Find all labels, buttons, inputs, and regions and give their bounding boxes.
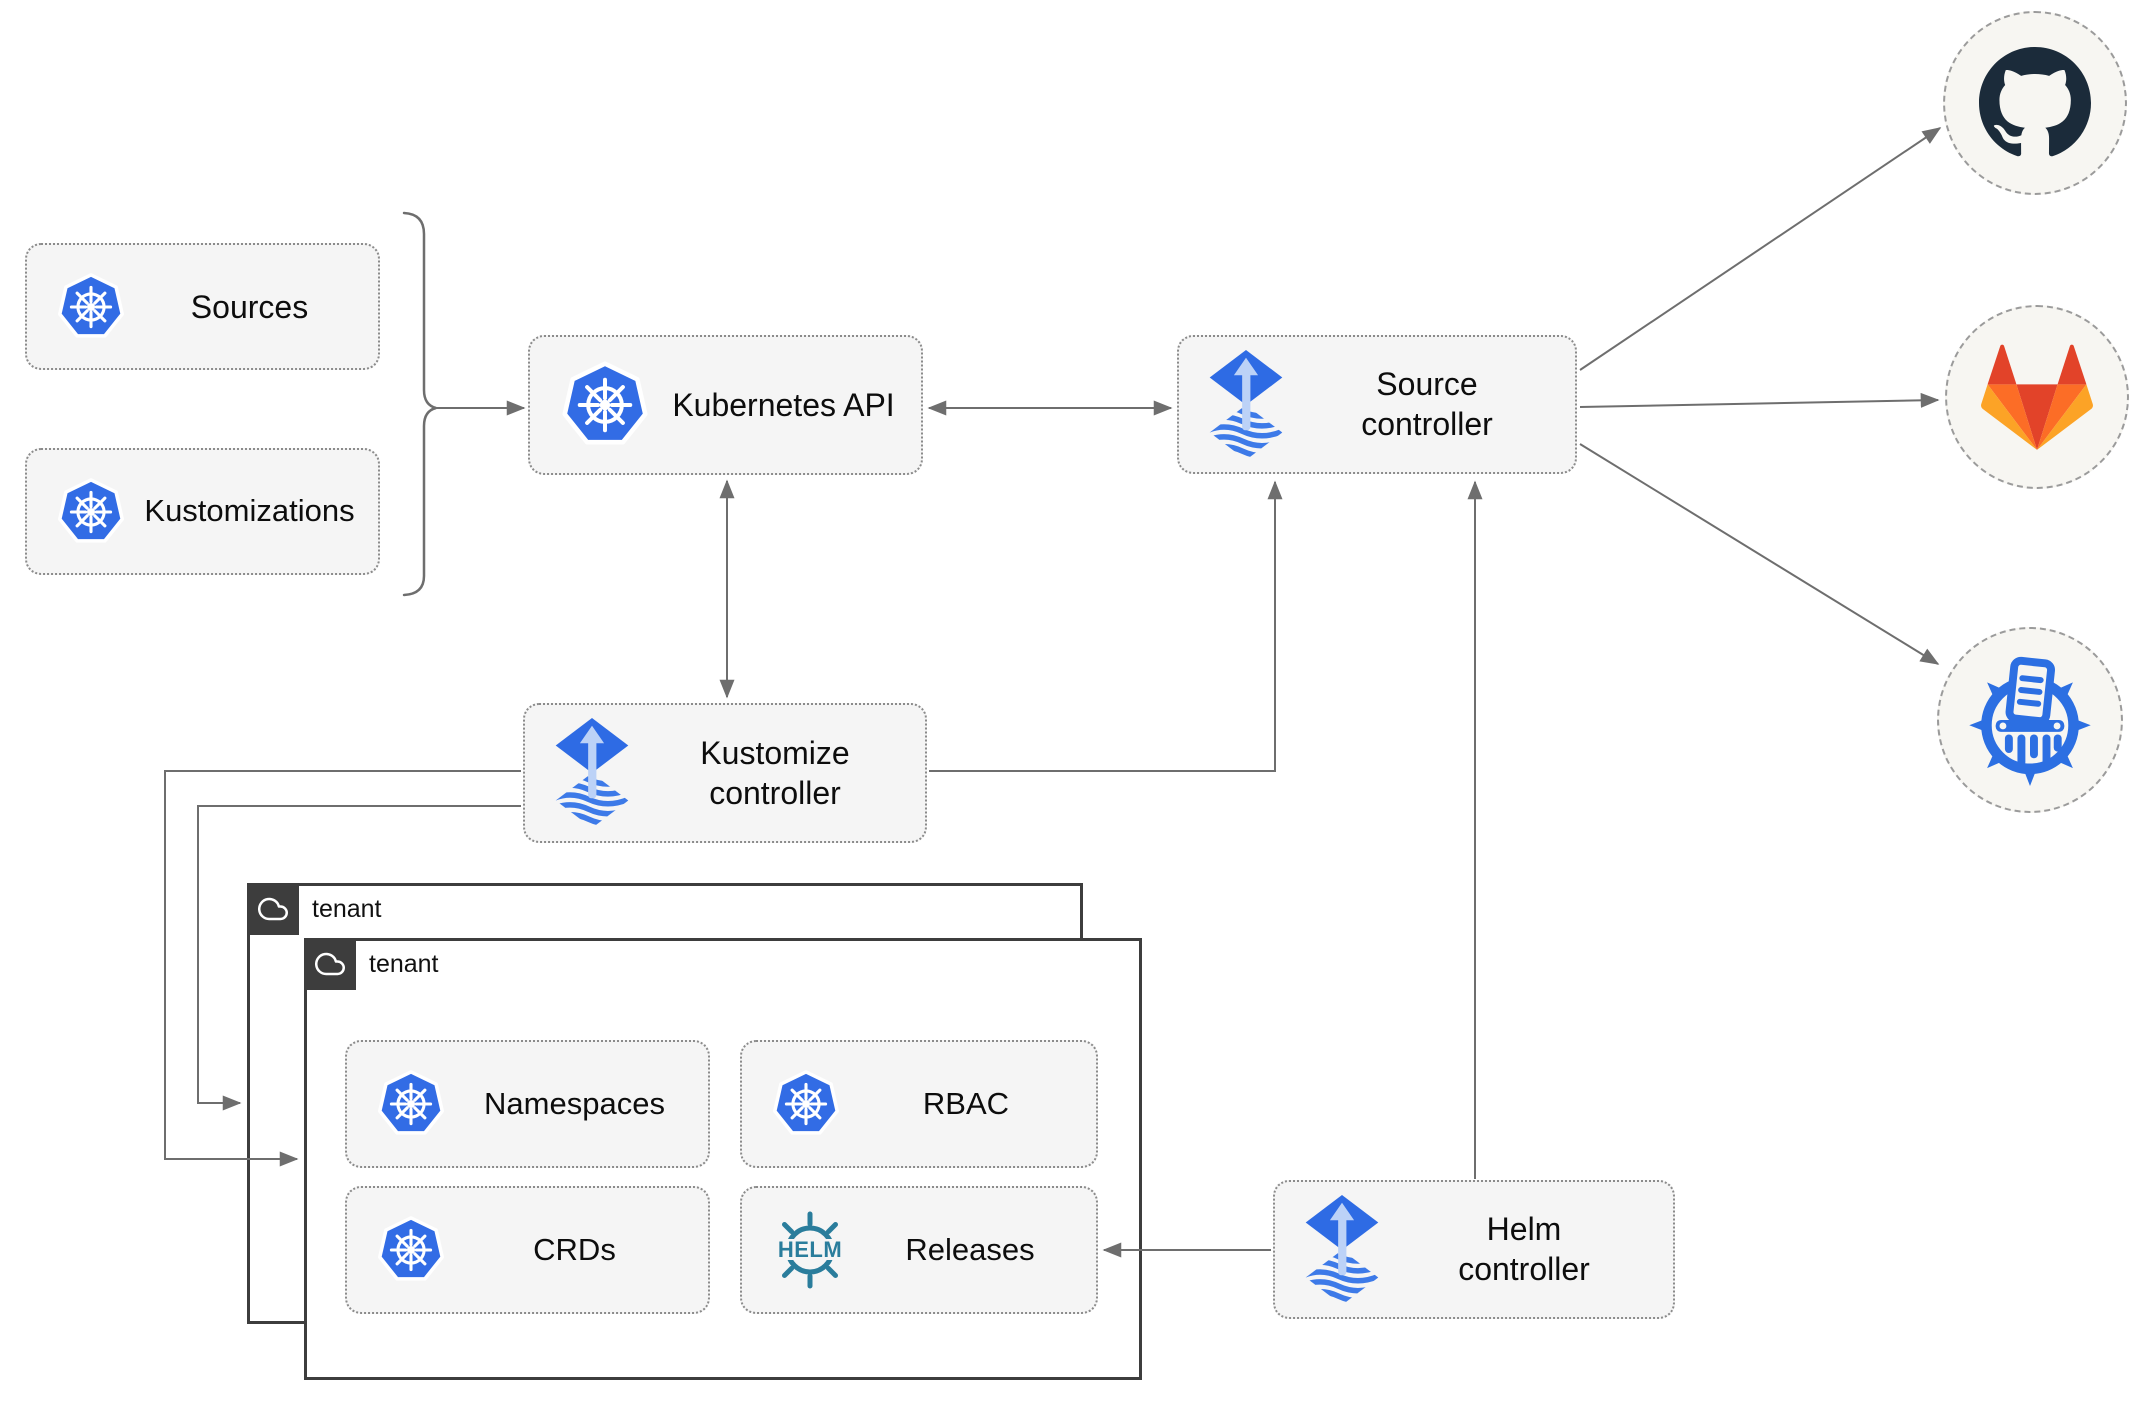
github-logo-icon [1979, 47, 2091, 159]
endpoint-github [1943, 11, 2127, 195]
node-kustomize-controller: Kustomize controller [523, 703, 927, 843]
kubernetes-icon [373, 1066, 449, 1142]
kubernetes-icon [373, 1212, 449, 1288]
kubernetes-icon [768, 1066, 844, 1142]
kubernetes-icon [53, 474, 129, 550]
node-label-text: Source controller [1361, 366, 1493, 443]
node-label: RBAC [922, 1085, 1010, 1121]
node-kubernetes-api: Kubernetes API [528, 335, 923, 475]
brace-sources-group [402, 211, 437, 597]
node-label-text: Helm controller [1458, 1211, 1590, 1288]
node-label: Helm controller [1383, 1209, 1673, 1290]
node-crds: CRDs [345, 1186, 710, 1314]
arrow-source-controller-to-manifests [1579, 443, 1940, 665]
node-sources: Sources [25, 243, 380, 370]
arrow-source-controller-to-gitlab [1579, 392, 1940, 408]
tenant-box-front: tenant Namespaces RBAC CRDs Releases [304, 938, 1142, 1380]
tenant-label: tenant [369, 950, 439, 978]
node-namespaces: Namespaces [345, 1040, 710, 1168]
node-rbac: RBAC [740, 1040, 1098, 1168]
arrow-kustomize-controller-to-source-controller [929, 480, 1283, 772]
cloud-icon [315, 949, 345, 979]
flux-icon [1205, 350, 1287, 460]
document-shredder-wheel-icon [1964, 654, 2096, 786]
kubernetes-icon [53, 269, 129, 345]
cloud-icon [258, 894, 288, 924]
node-label: Kubernetes API [672, 387, 895, 423]
node-label: Kustomize controller [633, 733, 925, 814]
node-label: Releases [905, 1231, 1035, 1267]
node-label: Source controller [1287, 364, 1575, 445]
kubernetes-icon [556, 356, 654, 454]
flux-icon [551, 718, 633, 828]
node-kustomizations: Kustomizations [25, 448, 380, 575]
flux-icon [1301, 1195, 1383, 1305]
node-releases: Releases [740, 1186, 1098, 1314]
arrow-source-controller-to-github [1579, 127, 1942, 371]
node-helm-controller: Helm controller [1273, 1180, 1675, 1319]
node-label: Kustomizations [144, 493, 355, 529]
endpoint-manifests [1937, 627, 2123, 813]
node-label: Sources [190, 288, 309, 325]
tenant-tab [247, 883, 299, 935]
node-label-text: Kustomize controller [700, 734, 850, 811]
node-label: CRDs [533, 1231, 616, 1267]
gitlab-logo-icon [1980, 340, 2094, 454]
node-source-controller: Source controller [1177, 335, 1577, 474]
tenant-label: tenant [312, 895, 382, 923]
tenant-tab [304, 938, 356, 990]
endpoint-gitlab [1945, 305, 2129, 489]
helm-icon [768, 1208, 852, 1292]
node-label: Namespaces [484, 1085, 665, 1121]
